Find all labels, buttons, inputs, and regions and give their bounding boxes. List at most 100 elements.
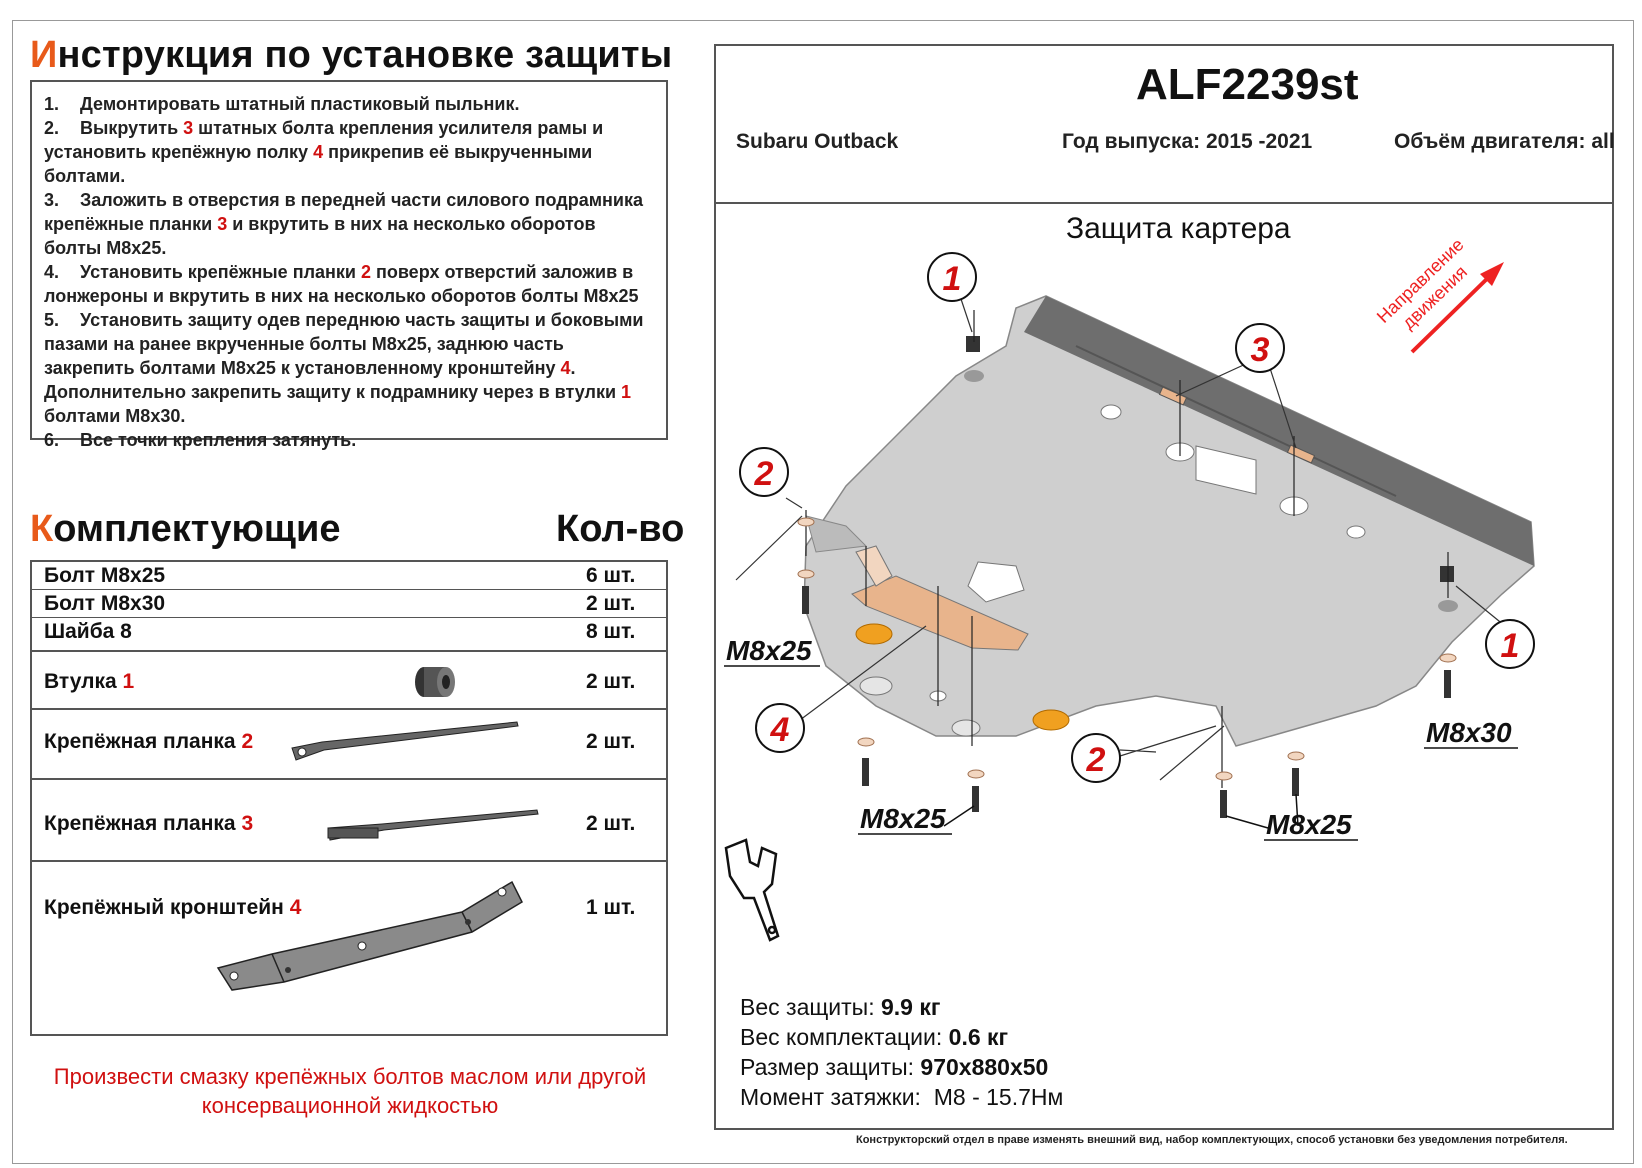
washer [797, 569, 815, 579]
part-name: Болт М8х25 [44, 564, 166, 587]
wrench-icon [724, 838, 780, 942]
plate-3-icon [327, 809, 539, 841]
direction-arrow [1410, 270, 1496, 354]
part-name: Болт М8х30 [44, 592, 166, 615]
part-qty: 6 шт. [586, 564, 636, 587]
washer [1215, 771, 1233, 781]
callout-2-left-label: 2 [754, 455, 774, 493]
part-name: Шайба 8 [44, 620, 132, 643]
rubber-pad [1032, 709, 1070, 731]
bolt [1220, 790, 1227, 818]
callout-4 [755, 703, 805, 753]
specs-block: Вес защиты: 9.9 кг Вес комплектации: 0.6… [740, 992, 1063, 1112]
instruction-step: 1.Демонтировать штатный пластиковый пыль… [44, 94, 520, 114]
bolt-label: M8x25 [1266, 809, 1352, 840]
part-qty: 2 шт. [586, 592, 636, 615]
rubber-pad [855, 623, 893, 645]
part-title: Защита картера [1066, 212, 1291, 245]
instructions-box: 1.Демонтировать штатный пластиковый пыль… [30, 80, 668, 450]
parts-row: Шайба 8 8 шт. [32, 618, 666, 652]
plate-hole [1100, 404, 1122, 420]
part-name: Крепёжная планка 3 [44, 812, 254, 835]
part-name: Крепёжная планка 2 [44, 730, 254, 753]
bolt [1292, 768, 1299, 796]
spec-kit-weight: Вес комплектации: 0.6 кг [740, 1024, 1009, 1050]
part-qty: 2 шт. [586, 730, 636, 753]
parts-row: Крепёжная планка 2 2 шт. [32, 710, 666, 780]
washer [797, 517, 815, 527]
part-name: Втулка 1 [44, 670, 135, 693]
washer [1287, 751, 1305, 761]
bolt-label: M8x30 [1426, 717, 1512, 748]
drawing-panel: ALF2239st Subaru Outback Год выпуска: 20… [714, 44, 1615, 1130]
washer [857, 737, 875, 747]
plate-hole [967, 561, 1025, 603]
instruction-step: 4.Установить крепёжные планки 2 поверх о… [44, 262, 639, 306]
page-frame [12, 20, 1634, 1164]
part-qty: 2 шт. [586, 812, 636, 835]
parts-title: Комплектующие [30, 508, 341, 550]
instructions-title: Инструкция по установке защиты [30, 34, 673, 76]
callout-2-left [739, 447, 789, 497]
disclaimer: Конструкторский отдел в праве изменять в… [856, 1134, 1568, 1146]
callout-1-top-label: 1 [943, 260, 962, 298]
bushing [1440, 566, 1454, 582]
parts-row: Крепёжный кронштейн 4 1 шт. [32, 862, 666, 1034]
bracket-4-icon [216, 880, 523, 991]
bushing-icon [415, 667, 455, 697]
bolt-label: M8x25 [726, 635, 812, 666]
part-qty: 2 шт. [586, 670, 636, 693]
year-range: Год выпуска: 2015 -2021 [1062, 130, 1313, 153]
bolt [1444, 670, 1451, 698]
svg-text:Направление движения: Направление движения [1373, 231, 1487, 343]
washer [1439, 653, 1457, 663]
part-qty: 1 шт. [586, 896, 636, 919]
assembly-diagram: Направление движения 1 3 2 1 [724, 231, 1535, 942]
parts-row: Болт М8х30 2 шт. [32, 590, 666, 618]
plate-hole [859, 676, 893, 696]
callout-2-bottom-label: 2 [1086, 741, 1106, 779]
parts-row: Болт М8х25 6 шт. [32, 562, 666, 590]
model-code: ALF2239st [1136, 60, 1359, 109]
parts-row: Втулка 1 2 шт. [32, 652, 666, 710]
plate-hole [1346, 525, 1366, 539]
callout-1-right-label: 1 [1501, 627, 1520, 665]
engine-volume: Объём двигателя: all [1394, 130, 1615, 153]
bolt [802, 586, 809, 614]
callout-4-label: 4 [770, 711, 790, 749]
instruction-step: 6.Все точки крепления затянуть. [44, 430, 357, 450]
spec-size: Размер защиты: 970x880x50 [740, 1054, 1049, 1080]
spec-weight: Вес защиты: 9.9 кг [740, 994, 941, 1020]
car-name: Subaru Outback [736, 130, 899, 153]
parts-row: Крепёжная планка 3 2 шт. [32, 780, 666, 862]
plate-3 [1075, 345, 1397, 497]
parts-table: Болт М8х25 6 шт. Болт М8х30 2 шт. Шайба … [30, 560, 668, 1036]
callout-1-top [927, 252, 977, 302]
callout-3 [1235, 323, 1285, 373]
callout-2-bottom [1071, 733, 1121, 783]
callout-3-label: 3 [1251, 331, 1270, 369]
bolt [862, 758, 869, 786]
instruction-step: 5.Установить защиту одев переднюю часть … [44, 310, 644, 426]
bolt-label: M8x25 [860, 803, 946, 834]
direction-arrowhead [1480, 262, 1504, 286]
bushing [966, 336, 980, 352]
plate-2-icon [291, 721, 519, 761]
part-qty: 8 шт. [586, 620, 636, 643]
bracket-4-tab [855, 545, 893, 587]
part-name: Крепёжный кронштейн 4 [44, 896, 302, 919]
bolt [972, 786, 979, 812]
plate-hole [951, 719, 981, 737]
washer [967, 769, 985, 779]
header-divider [716, 202, 1612, 204]
plate-hole [1195, 445, 1257, 495]
callout-1-right [1485, 619, 1535, 669]
bushing-seat [1438, 600, 1458, 612]
instruction-step: 3.Заложить в отверстия в передней части … [44, 190, 643, 258]
instruction-step: 2.Выкрутить 3 штатных болта крепления ус… [44, 118, 604, 186]
plate-front-lip [1024, 296, 1534, 566]
spec-torque: Момент затяжки: М8 - 15.7Нм [740, 1084, 1064, 1110]
qty-header: Кол-во [556, 508, 685, 550]
lubrication-note: Произвести смазку крепёжных болтов масло… [53, 1064, 647, 1118]
bushing-seat [964, 370, 984, 382]
